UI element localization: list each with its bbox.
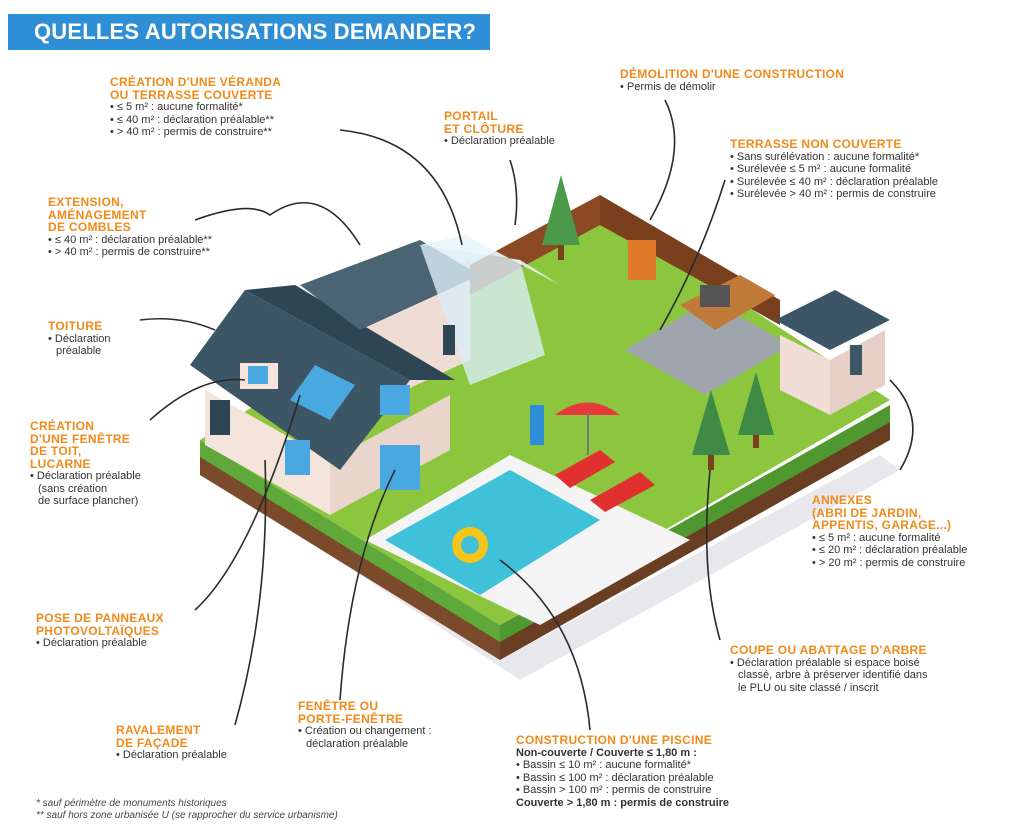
shed-window (850, 345, 862, 375)
plot-edge-left (200, 440, 500, 642)
label-piscine: CONSTRUCTION D'UNE PISCINE Non-couverte … (516, 733, 730, 809)
label-terrasse: TERRASSE NON COUVERTE • Sans surélévatio… (730, 137, 939, 200)
label-fenetre: FENÊTRE OU PORTE-FENÊTRE • Création ou c… (298, 699, 432, 750)
roof-window (290, 365, 355, 420)
veranda (420, 245, 545, 385)
label-annexes: ANNEXES (ABRI DE JARDIN, APPENTIS, GARAG… (812, 493, 968, 569)
tree-back (542, 175, 580, 245)
dormer-window (248, 366, 268, 384)
upper-door (443, 325, 455, 355)
person-terrace (628, 240, 656, 280)
tree-trunk (558, 235, 564, 260)
label-fenetre-toit: CRÉATION D'UNE FENÊTRE DE TOIT, LUCARNE … (30, 419, 141, 507)
footnote-1: * sauf périmètre de monuments historique… (36, 798, 227, 809)
shed-roof (775, 290, 890, 350)
page-title: QUELLES AUTORISATIONS DEMANDER? (8, 14, 490, 50)
label-demolition: DÉMOLITION D'UNE CONSTRUCTION • Permis d… (620, 67, 845, 93)
label-toiture: TOITURE • Déclaration préalable (48, 319, 111, 357)
lounger-1 (555, 450, 615, 488)
tree-small-2 (738, 372, 774, 435)
lounger-2 (590, 472, 655, 512)
pool-water (385, 470, 600, 595)
house-wall-left (205, 390, 330, 515)
barbecue (700, 285, 730, 307)
window-upper (380, 385, 410, 415)
label-portail: PORTAIL ET CLÔTURE • Déclaration préalab… (444, 109, 555, 147)
patio-door (380, 445, 420, 490)
footnotes: * sauf périmètre de monuments historique… (36, 798, 338, 822)
main-roof-left (190, 290, 410, 470)
shed-wall-left (780, 335, 830, 415)
main-roof-ridge (245, 285, 455, 380)
label-photovoltaiques: POSE DE PANNEAUX PHOTOVOLTAÏQUES • Décla… (36, 611, 164, 649)
plot-soil-left (200, 455, 500, 660)
dormer-roof (235, 335, 285, 365)
label-ravalement: RAVALEMENT DE FAÇADE • Déclaration préal… (116, 723, 227, 761)
plot-soil-right (500, 420, 890, 660)
label-extension: EXTENSION, AMÉNAGEMENT DE COMBLES • ≤ 40… (48, 195, 212, 258)
piscine-last-line: Couverte > 1,80 m : permis de construire (516, 796, 730, 809)
terrace-stone (625, 300, 790, 395)
label-arbre: COUPE OU ABATTAGE D'ARBRE • Déclaration … (730, 643, 928, 694)
window-2 (285, 440, 310, 475)
tree-small-1 (692, 390, 730, 455)
footnote-2: ** sauf hors zone urbanisée U (se rappro… (36, 810, 338, 821)
label-veranda: CRÉATION D'UNE VÉRANDA OU TERRASSE COUVE… (110, 75, 282, 138)
pointer-arrows (139, 99, 914, 731)
person-standing (530, 405, 544, 445)
plot-shadow (200, 455, 900, 680)
parasol (555, 402, 620, 415)
window-1 (210, 400, 230, 435)
